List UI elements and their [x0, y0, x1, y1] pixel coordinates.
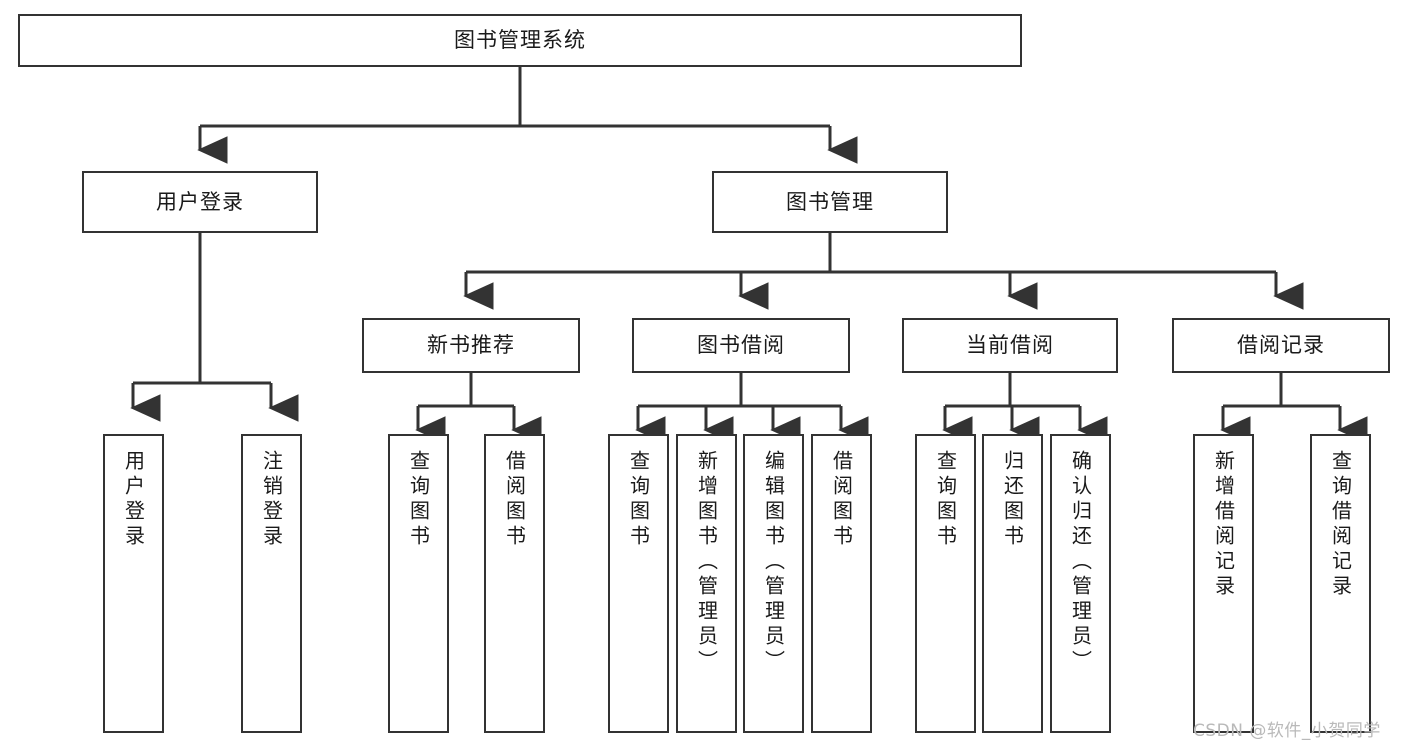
node-label: 当前借阅 [966, 333, 1054, 358]
node-new-book-recommend[interactable]: 新书推荐 [362, 318, 580, 373]
leaf-new-book-query[interactable]: 查询图书 [388, 434, 449, 733]
node-label: 新增图书（管理员） [694, 450, 719, 675]
node-label: 查询图书 [933, 450, 958, 550]
leaf-current-query-book[interactable]: 查询图书 [915, 434, 976, 733]
leaf-borrow-borrow-book[interactable]: 借阅图书 [811, 434, 872, 733]
leaf-record-query-record[interactable]: 查询借阅记录 [1310, 434, 1371, 733]
leaf-borrow-add-book-admin[interactable]: 新增图书（管理员） [676, 434, 737, 733]
node-label: 用户登录 [156, 189, 244, 214]
node-label: 新增借阅记录 [1211, 450, 1236, 600]
leaf-user-login-login[interactable]: 用户登录 [103, 434, 164, 733]
node-label: 归还图书 [1000, 450, 1025, 550]
node-label: 借阅记录 [1237, 333, 1325, 358]
node-label: 确认归还（管理员） [1068, 450, 1093, 675]
leaf-new-book-borrow[interactable]: 借阅图书 [484, 434, 545, 733]
node-label: 图书借阅 [697, 333, 785, 358]
node-label: 注销登录 [259, 450, 284, 550]
leaf-borrow-query-book[interactable]: 查询图书 [608, 434, 669, 733]
leaf-user-login-logout[interactable]: 注销登录 [241, 434, 302, 733]
node-book-management[interactable]: 图书管理 [712, 171, 948, 233]
node-user-login[interactable]: 用户登录 [82, 171, 318, 233]
node-current-borrow[interactable]: 当前借阅 [902, 318, 1118, 373]
node-borrow-record[interactable]: 借阅记录 [1172, 318, 1390, 373]
node-label: 查询图书 [406, 450, 431, 550]
node-label: 借阅图书 [502, 450, 527, 550]
leaf-borrow-edit-book-admin[interactable]: 编辑图书（管理员） [743, 434, 804, 733]
csdn-watermark: CSDN @软件_小贺同学 [1193, 721, 1381, 741]
node-label: 用户登录 [121, 450, 146, 550]
leaf-record-add-record[interactable]: 新增借阅记录 [1193, 434, 1254, 733]
node-book-borrow[interactable]: 图书借阅 [632, 318, 850, 373]
node-label: 图书管理 [786, 189, 874, 214]
node-root-book-management-system[interactable]: 图书管理系统 [18, 14, 1022, 67]
leaf-current-return-book[interactable]: 归还图书 [982, 434, 1043, 733]
node-label: 图书管理系统 [454, 28, 586, 53]
node-label: 查询借阅记录 [1328, 450, 1353, 600]
node-label: 新书推荐 [427, 333, 515, 358]
node-label: 编辑图书（管理员） [761, 450, 786, 675]
leaf-current-confirm-return-admin[interactable]: 确认归还（管理员） [1050, 434, 1111, 733]
node-label: 查询图书 [626, 450, 651, 550]
node-label: 借阅图书 [829, 450, 854, 550]
